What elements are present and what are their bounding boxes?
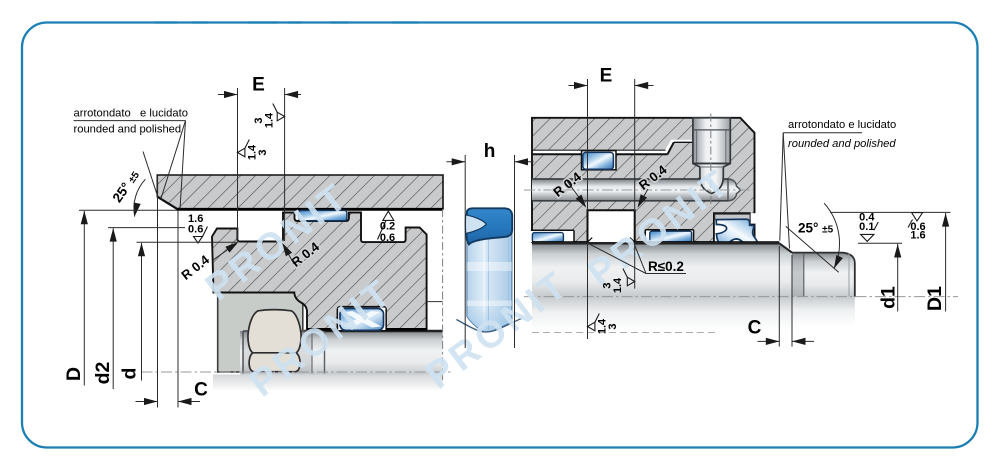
svg-text:3: 3	[257, 149, 269, 155]
svg-text:E: E	[252, 75, 265, 96]
svg-text:0.6: 0.6	[380, 232, 395, 244]
svg-text:E: E	[600, 66, 613, 87]
svg-text:R≤0.2: R≤0.2	[648, 259, 684, 274]
svg-text:1.4: 1.4	[612, 277, 624, 293]
svg-text:0.1: 0.1	[859, 221, 874, 233]
svg-text:1.6: 1.6	[910, 230, 925, 242]
svg-text:D1: D1	[924, 286, 946, 311]
svg-text:h: h	[484, 141, 496, 162]
svg-text:0.4: 0.4	[859, 212, 875, 224]
svg-text:1.4: 1.4	[597, 318, 609, 334]
svg-text:arrotondato e lucidato: arrotondato e lucidato	[788, 119, 896, 131]
svg-text:0.2: 0.2	[380, 221, 395, 233]
svg-text:25° ±5: 25° ±5	[798, 221, 834, 236]
svg-text:3: 3	[607, 323, 619, 329]
svg-text:d: d	[119, 368, 141, 380]
svg-text:rounded and polished: rounded and polished	[74, 124, 182, 136]
svg-text:d1: d1	[878, 286, 900, 309]
svg-text:rounded and polished: rounded and polished	[788, 138, 896, 150]
svg-text:0.6: 0.6	[910, 221, 925, 233]
svg-text:C: C	[748, 318, 762, 339]
svg-text:1.4: 1.4	[264, 112, 276, 128]
svg-text:arrotondato e lucidato: arrotondato e lucidato	[74, 108, 188, 120]
svg-text:D: D	[63, 367, 85, 381]
svg-text:0.6: 0.6	[188, 224, 203, 236]
svg-text:1.4: 1.4	[247, 144, 259, 160]
svg-text:3: 3	[253, 117, 265, 123]
svg-text:C: C	[194, 380, 208, 401]
svg-text:d2: d2	[92, 361, 114, 384]
svg-text:1.6: 1.6	[188, 213, 203, 225]
svg-text:3: 3	[602, 282, 614, 288]
